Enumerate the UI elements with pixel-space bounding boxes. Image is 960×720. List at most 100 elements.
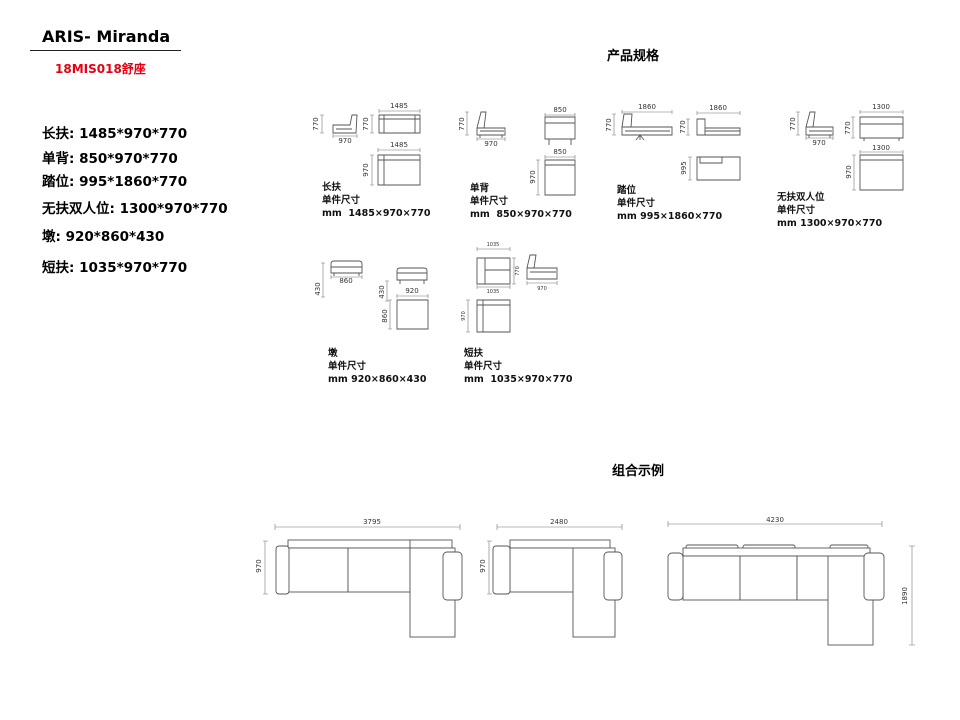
item-size-label: 单件尺寸 xyxy=(322,194,361,206)
chaise-back xyxy=(409,539,453,549)
top-view-detail xyxy=(699,157,723,164)
side-view xyxy=(476,111,506,136)
right-arm xyxy=(603,551,623,601)
item-name: 单背 xyxy=(470,182,490,194)
side-view xyxy=(332,114,358,134)
dimension-line xyxy=(377,148,421,152)
item-size-label: 单件尺寸 xyxy=(617,197,656,209)
item-size-value: mm 1300×970×770 xyxy=(777,218,883,229)
left-arm xyxy=(275,545,290,595)
spec-single-back: 单背: 850*970*770 xyxy=(42,151,178,167)
item-single-back: 770 970 850 850 970 单背 单件尺寸 mm 850×970×7… xyxy=(458,106,576,220)
dimension-line xyxy=(512,257,516,285)
dimension-line xyxy=(544,155,576,159)
side-view-detail xyxy=(479,130,504,138)
dimension-label: 1860 xyxy=(638,103,656,111)
spec-chaise: 踏位: 995*1860*770 xyxy=(42,174,188,190)
dimension-line xyxy=(688,156,692,181)
front-view xyxy=(396,267,428,281)
seat xyxy=(347,547,411,593)
item-size-value: mm 1035×970×770 xyxy=(464,374,573,385)
combo-3: 4230 970 1890 xyxy=(667,516,915,646)
top-view xyxy=(377,154,421,186)
dimension-line xyxy=(859,110,904,114)
seat xyxy=(509,547,576,593)
dimension-label: 770 xyxy=(515,266,521,276)
dimension-line xyxy=(621,110,673,114)
side-view xyxy=(621,113,673,136)
dimension-line xyxy=(466,299,470,333)
item-chaise: 1860 770 1860 770 995 踏位 单件尺寸 mm 995×186… xyxy=(605,103,741,222)
dimension-label: 970 xyxy=(255,559,263,572)
front-view xyxy=(544,116,576,140)
dimension-label: 430 xyxy=(314,282,322,295)
side-view-detail xyxy=(331,266,362,276)
dimension-label: 1485 xyxy=(390,141,408,149)
dimension-line xyxy=(476,247,511,251)
backrest xyxy=(509,539,611,549)
dimension-line xyxy=(476,285,511,289)
dimension-label: 1485 xyxy=(390,102,408,110)
side-view-detail xyxy=(625,130,670,141)
backrest xyxy=(682,547,871,557)
seat xyxy=(682,555,741,601)
dimension-label: 970 xyxy=(812,139,825,147)
dimension-label: 970 xyxy=(529,170,537,183)
dimension-label: 1300 xyxy=(872,103,890,111)
dimension-line xyxy=(274,524,461,530)
dimension-label: 770 xyxy=(844,121,852,134)
dimension-label: 860 xyxy=(339,277,352,285)
dimension-line xyxy=(330,275,363,279)
dimension-label: 970 xyxy=(479,559,487,572)
item-size-value: mm 920×860×430 xyxy=(328,374,427,385)
section-title-specs: 产品规格 xyxy=(607,49,660,64)
dimension-label: 4230 xyxy=(766,516,784,524)
item-size-label: 单件尺寸 xyxy=(470,195,509,207)
dimension-label: 770 xyxy=(789,117,797,130)
item-name: 墩 xyxy=(328,347,338,359)
spec-short-arm: 短扶: 1035*970*770 xyxy=(42,260,188,276)
dimension-line xyxy=(796,111,800,136)
top-view xyxy=(859,154,904,191)
title-underline xyxy=(30,50,181,51)
dimension-label: 2480 xyxy=(550,518,568,526)
dimension-line xyxy=(851,116,855,139)
dimension-line xyxy=(686,118,690,136)
item-name: 长扶 xyxy=(322,181,342,193)
front-view-back xyxy=(378,114,421,120)
dimension-line xyxy=(496,524,623,530)
dimension-line xyxy=(526,281,558,285)
spec-long-arm: 长扶: 1485*970*770 xyxy=(42,126,188,142)
dimension-label: 860 xyxy=(381,309,389,322)
item-short-arm: 1035 770 970 1035 970 短扶 单件尺寸 mm 1035×97… xyxy=(461,242,573,385)
item-name: 短扶 xyxy=(464,347,484,359)
item-name: 无扶双人位 xyxy=(776,191,825,203)
front-view-arm xyxy=(383,115,416,133)
item-size-label: 单件尺寸 xyxy=(777,204,816,216)
spec-ottoman: 墩: 920*860*430 xyxy=(42,229,165,245)
seat xyxy=(287,547,349,593)
spec-armless-loveseat: 无扶双人位: 1300*970*770 xyxy=(42,201,228,217)
dimension-label: 970 xyxy=(362,163,370,176)
dimension-line xyxy=(320,114,324,134)
left-arm xyxy=(492,545,511,595)
dimension-label: 1035 xyxy=(487,242,500,248)
front-view-legs xyxy=(548,139,572,145)
dimension-label: 970 xyxy=(484,140,497,148)
dimension-label: 430 xyxy=(378,285,386,298)
item-size-label: 单件尺寸 xyxy=(464,360,503,372)
dimension-label: 970 xyxy=(461,311,467,321)
dimension-line xyxy=(385,280,389,302)
item-size-value: mm 850×970×770 xyxy=(470,209,572,220)
section-title-combos: 组合示例 xyxy=(612,464,665,479)
dimension-line xyxy=(667,521,883,527)
dimension-line xyxy=(536,159,540,196)
dimension-line xyxy=(696,111,741,115)
front-view-legs xyxy=(863,138,900,141)
side-view xyxy=(526,254,558,280)
right-arm xyxy=(863,552,885,601)
dimension-line xyxy=(370,114,374,134)
dimension-line xyxy=(859,150,904,154)
dimension-line xyxy=(370,154,374,186)
item-size-value: mm 1485×970×770 xyxy=(322,208,431,219)
